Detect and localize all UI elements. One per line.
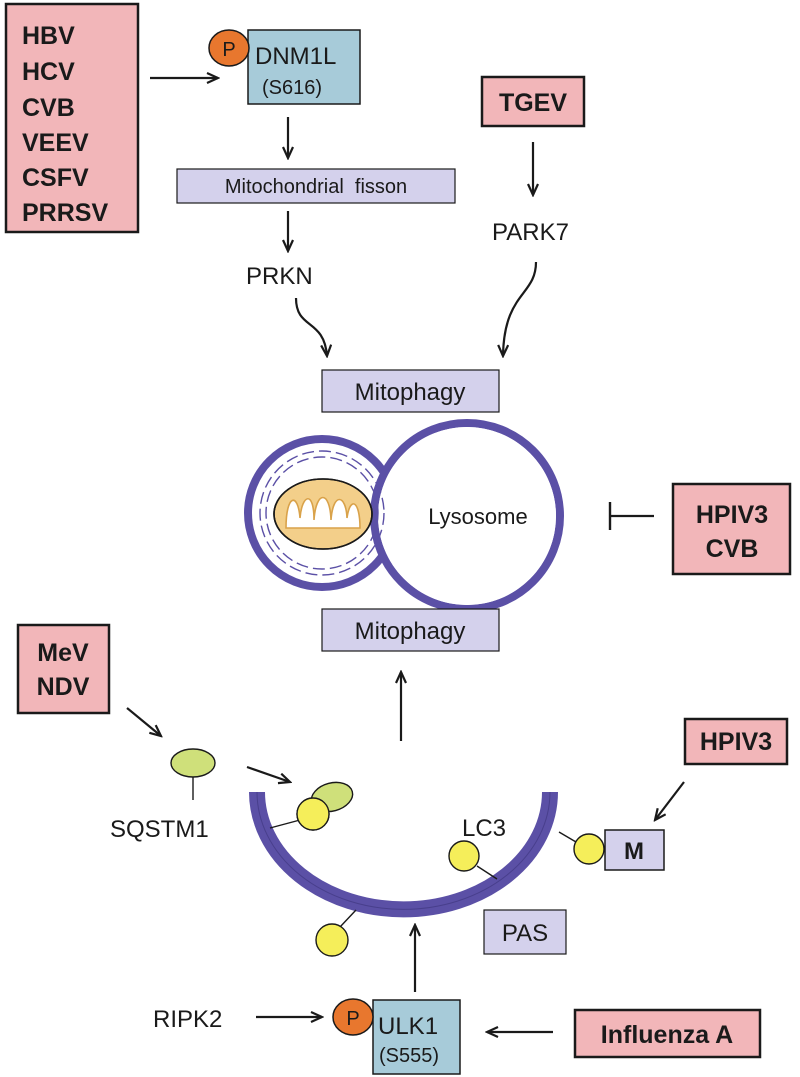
mitophagy-top-box — [321, 369, 500, 413]
prkn-label: PRKN — [246, 263, 313, 290]
pas-membrane-outline — [256, 791, 551, 910]
virus-box-tgev: TGEV — [480, 75, 586, 128]
m-protein-label: M — [624, 838, 644, 865]
ulk1-box — [372, 999, 461, 1075]
arrow-hpiv3-to-m — [655, 781, 685, 820]
lc3-label: LC3 — [462, 815, 506, 842]
inhibition-lysosome — [608, 502, 654, 530]
virus-box-top-left-bg — [4, 2, 140, 234]
lc3-m-complex: M — [558, 829, 665, 871]
pas-box — [483, 909, 567, 955]
virus-label-hpiv3-a: HPIV3 — [696, 501, 768, 529]
sqstm1-free-icon — [170, 748, 216, 778]
mitophagy-bottom-box — [321, 608, 500, 652]
ripk2-label: RIPK2 — [153, 1006, 222, 1033]
phospho-badge-dnm1l: P — [208, 29, 250, 67]
pas-node: PAS — [483, 909, 567, 955]
lc3-icon-bottom-left — [315, 923, 349, 957]
arrow-park7-to-mitophagy — [503, 261, 538, 356]
virus-label-cvb: CVB — [22, 94, 75, 122]
dnm1l-site-label: (S616) — [262, 77, 322, 99]
virus-label-ndv: NDV — [37, 673, 90, 701]
ulk1-node: ULK1 (S555) — [372, 999, 461, 1075]
arrow-prkn-to-mitophagy — [294, 297, 327, 356]
pas-membrane — [249, 791, 558, 918]
park7-label: PARK7 — [492, 219, 569, 246]
lc3-inner-right — [448, 840, 498, 880]
lc3-bottom-left — [315, 909, 357, 957]
virus-label-influenza-a: Influenza A — [601, 1021, 733, 1049]
virus-label-cvb-b: CVB — [706, 535, 759, 563]
virus-label-veev: VEEV — [22, 129, 89, 157]
ulk1-label: ULK1 — [378, 1013, 438, 1040]
virus-label-tgev: TGEV — [499, 89, 567, 117]
mitochondrion-icon — [273, 478, 373, 550]
virus-box-mev-ndv: MeV NDV — [16, 623, 111, 715]
arrow-sqstm1-to-pas — [246, 765, 290, 782]
autophagosome-inner-membrane-1 — [259, 450, 385, 576]
sqstm1-label: SQSTM1 — [110, 816, 209, 843]
mitophagy-bottom-node: Mitophagy — [321, 608, 500, 652]
virus-label-csfv: CSFV — [22, 164, 89, 192]
phospho-label-ulk1: P — [346, 1008, 359, 1030]
virus-box-mev-ndv-bg — [16, 623, 111, 715]
phospho-label-dnm1l: P — [222, 39, 235, 61]
virus-box-hpiv3-m: HPIV3 — [683, 717, 789, 766]
virus-label-hpiv3-m: HPIV3 — [700, 728, 772, 756]
virus-label-prrsv: PRRSV — [22, 199, 108, 227]
virus-box-lysosome-inhibitors-bg — [671, 482, 792, 576]
fusion-gap — [382, 494, 412, 536]
virus-label-hcv: HCV — [22, 58, 75, 86]
pas-label: PAS — [502, 920, 548, 947]
virus-label-hbv: HBV — [22, 22, 75, 50]
phospho-badge-ulk1: P — [332, 998, 374, 1036]
dnm1l-node: DNM1L (S616) — [247, 29, 361, 105]
lc3-icon-left-redraw — [296, 797, 330, 831]
m-protein-box — [604, 829, 665, 871]
lc3-icon-inner-right — [448, 840, 480, 872]
ulk1-site-label: (S555) — [379, 1045, 439, 1067]
lc3-sqstm1-complex — [269, 781, 354, 831]
dnm1l-label: DNM1L — [255, 43, 336, 70]
virus-box-influenza: Influenza A — [573, 1008, 762, 1059]
phospho-circle-ulk1 — [332, 998, 374, 1036]
sqstm1-free — [170, 748, 216, 800]
virus-box-top-left: HBV HCV CVB VEEV CSFV PRRSV — [4, 2, 140, 234]
virus-box-lysosome-inhibitors: HPIV3 CVB — [671, 482, 792, 576]
mitophagy-top-node: Mitophagy — [321, 369, 500, 413]
mitophagy-bottom-label: Mitophagy — [355, 618, 466, 645]
lysosome-label: Lysosome — [428, 504, 527, 529]
lc3-icon-outer-right — [573, 833, 605, 865]
dnm1l-box — [247, 29, 361, 105]
autolysosome: Lysosome — [244, 419, 564, 613]
mito-fission-node: Mitochondrial fisson — [176, 168, 456, 204]
arrow-mev-ndv-to-sqstm1 — [126, 707, 161, 736]
virus-box-hpiv3-m-bg — [683, 717, 789, 766]
mitophagy-top-label: Mitophagy — [355, 379, 466, 406]
phospho-circle-dnm1l — [208, 29, 250, 67]
mito-fission-box — [176, 168, 456, 204]
virus-box-tgev-bg — [480, 75, 586, 128]
mito-fission-label: Mitochondrial fisson — [225, 176, 407, 198]
virus-label-mev: MeV — [37, 639, 89, 667]
autophagosome-inner-membrane-2 — [265, 456, 379, 570]
lysosome-interior — [378, 427, 556, 605]
virus-box-influenza-bg — [573, 1008, 762, 1059]
